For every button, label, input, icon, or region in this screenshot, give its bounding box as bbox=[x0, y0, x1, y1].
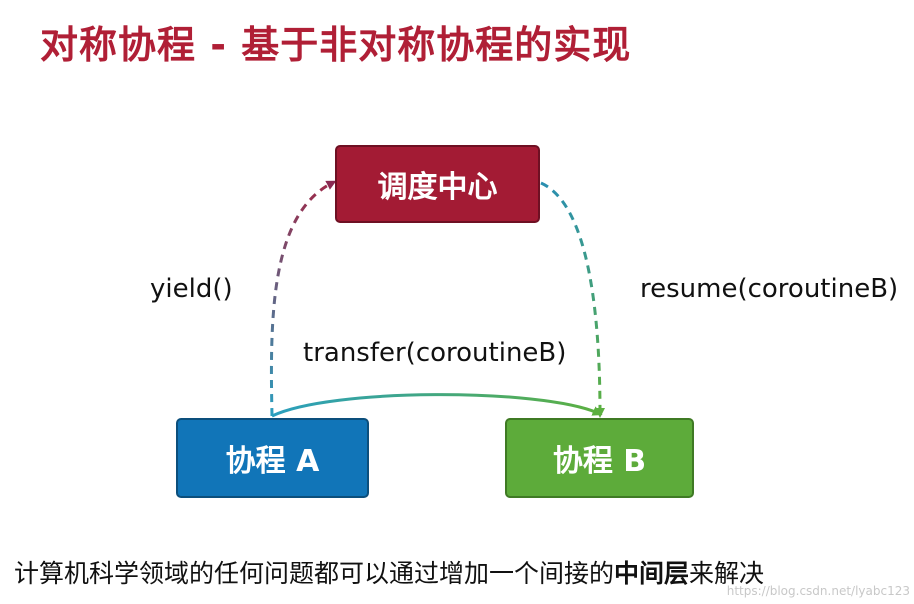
yield-label: yield() bbox=[150, 274, 233, 304]
coroutine-a-node: 协程 A bbox=[176, 418, 369, 498]
resume-label: resume(coroutineB) bbox=[640, 274, 899, 304]
scheduler-label: 调度中心 bbox=[377, 170, 498, 205]
yield-arrow bbox=[269, 180, 337, 417]
footer-text-before: 计算机科学领域的任何问题都可以通过增加一个间接的 bbox=[14, 559, 615, 588]
watermark: https://blog.csdn.net/lyabc123 bbox=[726, 584, 910, 598]
footer-statement: 计算机科学领域的任何问题都可以通过增加一个间接的中间层来解决 bbox=[14, 554, 764, 590]
transfer-arrow bbox=[271, 393, 603, 418]
coroutine-b-node: 协程 B bbox=[505, 418, 694, 498]
transfer-label: transfer(coroutineB) bbox=[303, 338, 567, 368]
footer-text-bold: 中间层 bbox=[614, 559, 690, 588]
coroutine-b-label: 协程 B bbox=[552, 444, 647, 479]
slide-title: 对称协程 - 基于非对称协程的实现 bbox=[40, 23, 632, 67]
resume-arrow bbox=[540, 181, 605, 418]
footer-text-after: 来解决 bbox=[689, 559, 765, 588]
scheduler-node: 调度中心 bbox=[335, 145, 540, 223]
coroutine-a-label: 协程 A bbox=[225, 444, 320, 479]
